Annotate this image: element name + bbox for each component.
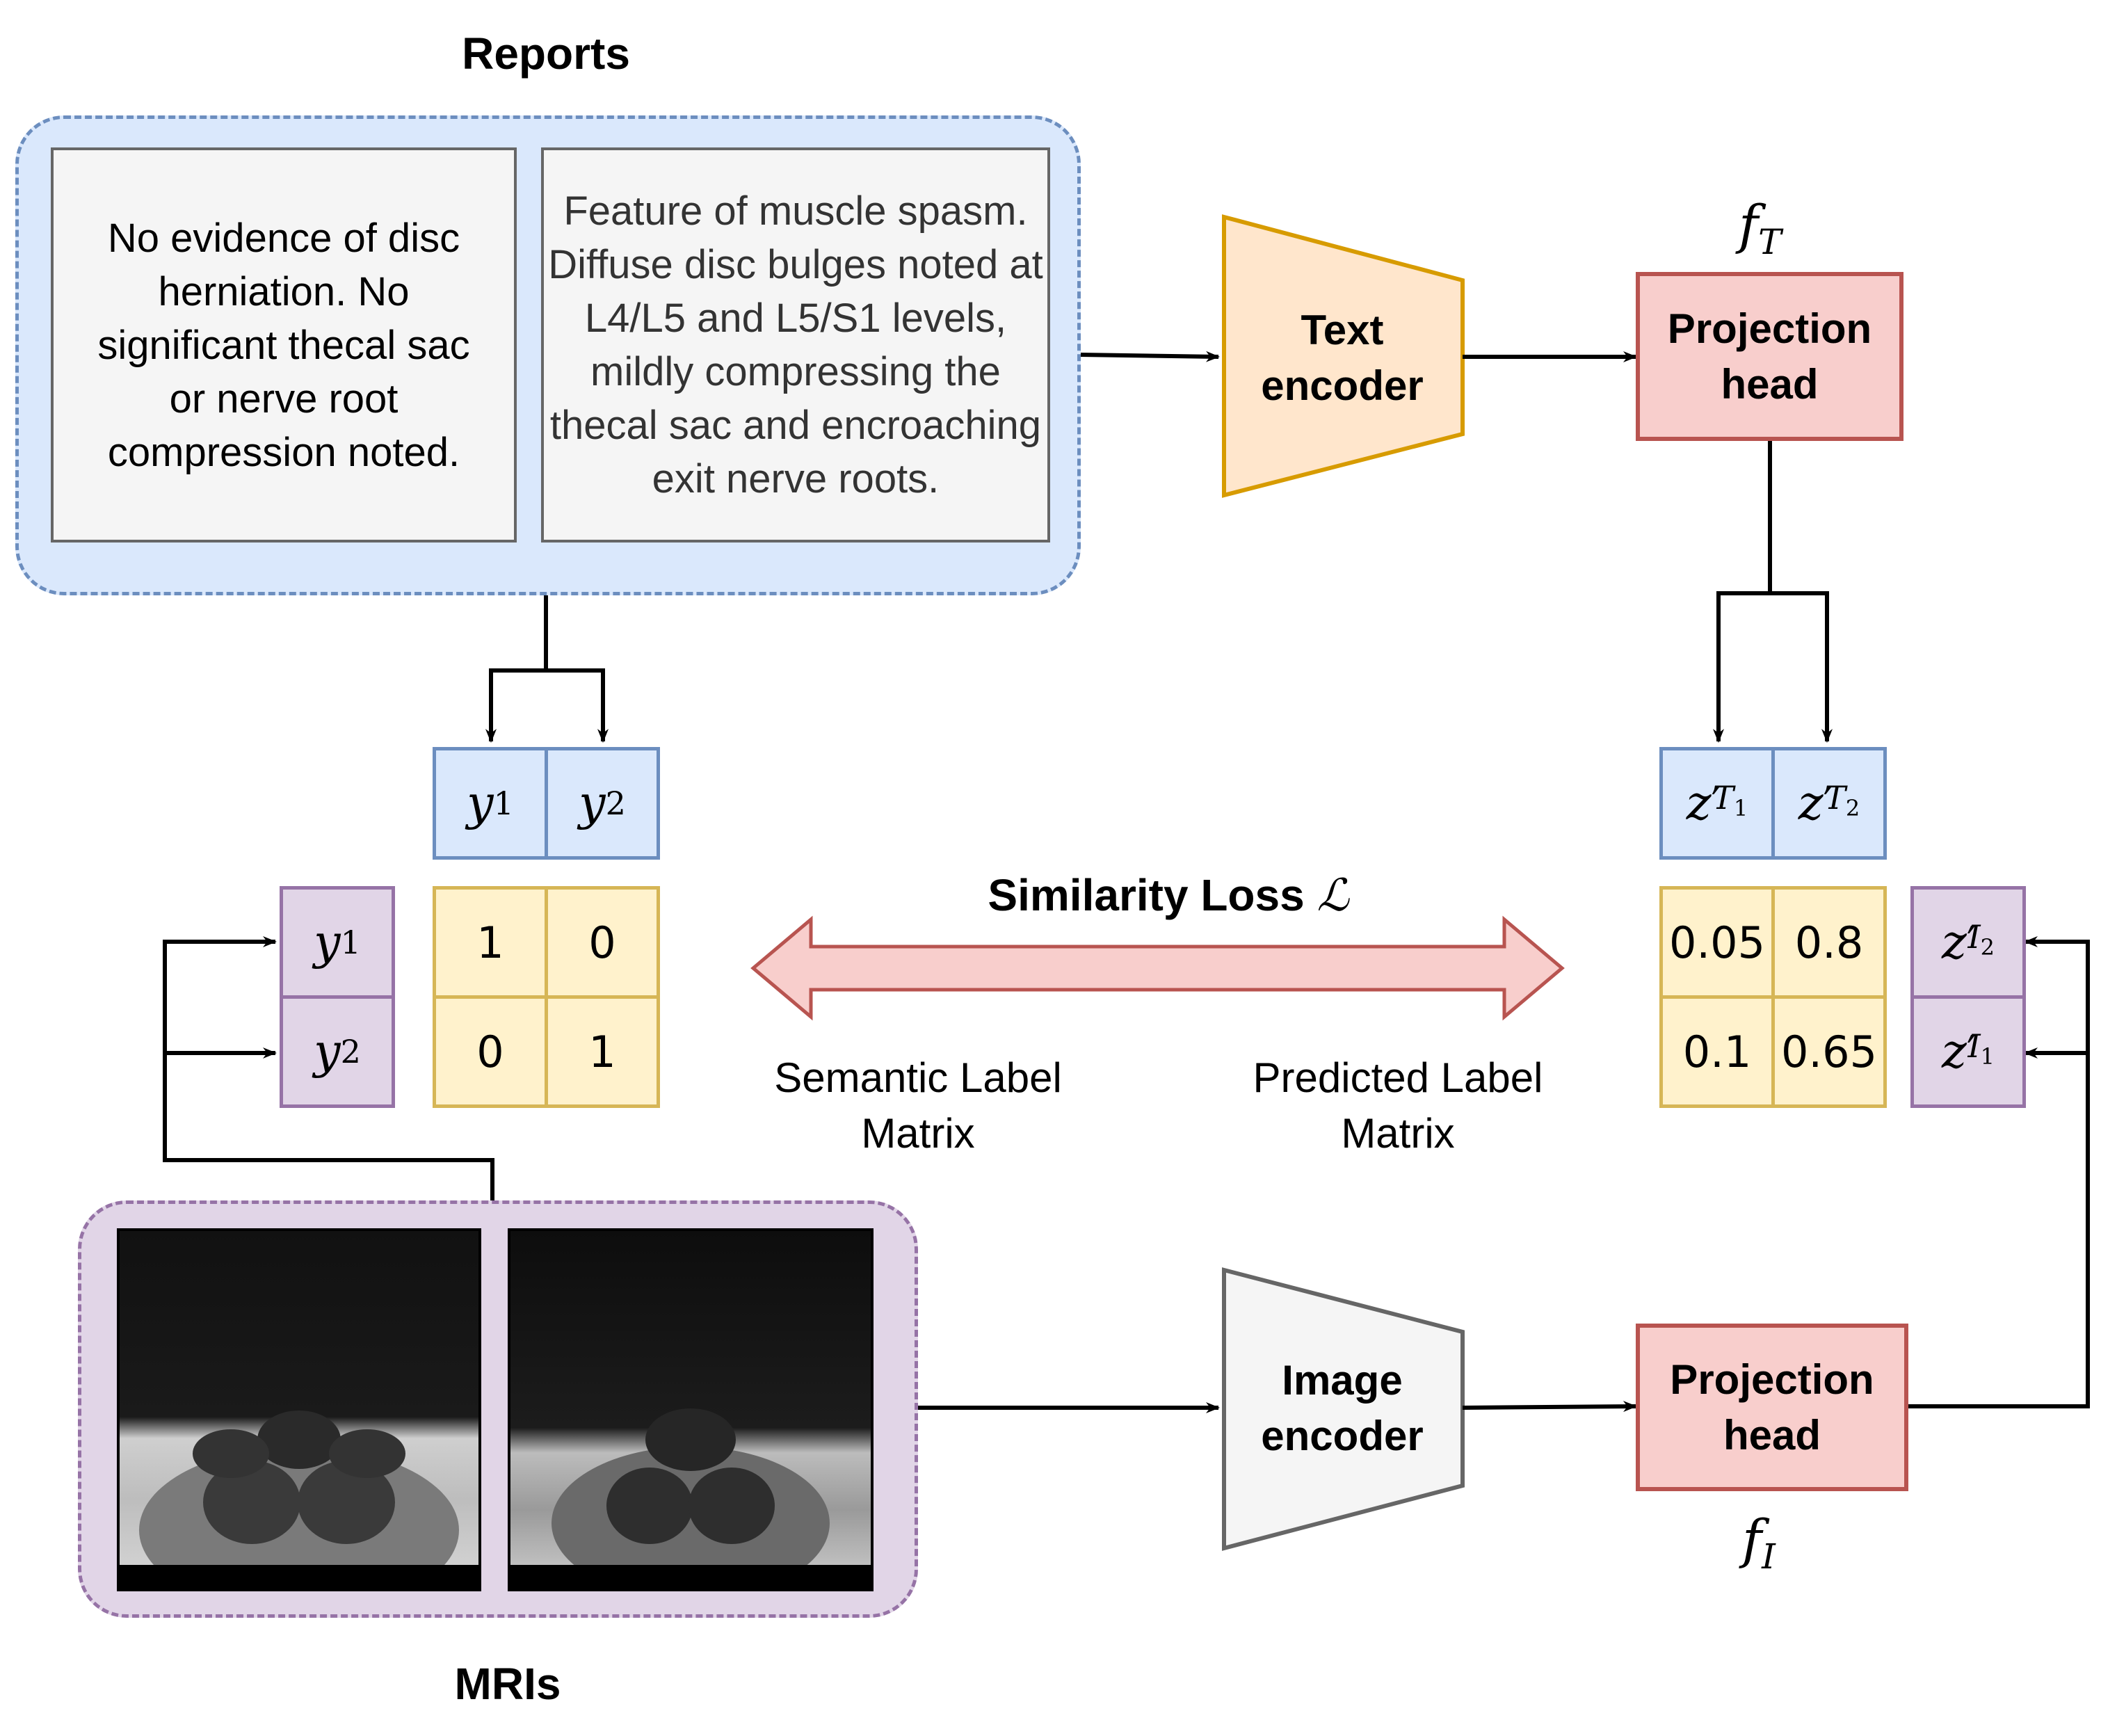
- label-zi1: z′I1: [1910, 995, 2026, 1108]
- connector-projection-to-zi: [1908, 936, 2090, 1408]
- mris-title: MRIs: [454, 1659, 561, 1709]
- zi2-sub: I2: [1967, 921, 1995, 958]
- zi1-sub: I1: [1967, 1030, 1995, 1068]
- connector-projection-to-zt: [1713, 441, 1772, 743]
- semantic-matrix-cell: 1: [433, 886, 548, 999]
- similarity-loss-symbol: ℒ: [1317, 870, 1349, 922]
- report-text-1: No evidence of disc herniation. No signi…: [51, 147, 517, 542]
- predicted-matrix-cell: 0.8: [1771, 886, 1887, 999]
- zt2-base: z: [1798, 775, 1824, 831]
- zi2-subsub: 2: [1980, 934, 1995, 961]
- function-f-text-base: f: [1739, 193, 1759, 255]
- zt2-sub-letter: T: [1824, 779, 1846, 817]
- mri-image-1-drawing: [120, 1231, 478, 1589]
- image-encoder-label: Image encoder: [1261, 1357, 1424, 1459]
- semantic-matrix-cell: 1: [545, 995, 660, 1108]
- function-f-text-sub: T: [1758, 222, 1782, 263]
- mri-image-2: [508, 1228, 874, 1591]
- report-text-2: Feature of muscle spasm. Diffuse disc bu…: [541, 147, 1050, 542]
- zt1-base: z: [1686, 775, 1712, 831]
- arrow-reports-to-text-encoder: [1079, 351, 1220, 362]
- similarity-loss-double-arrow: [750, 915, 1565, 1021]
- zt1-subsub: 1: [1733, 795, 1748, 822]
- connector-mris-to-y-left: [163, 936, 494, 1200]
- similarity-loss-title: Similarity Loss ℒ: [904, 869, 1433, 922]
- text-encoder-label: Text encoder: [1261, 307, 1424, 409]
- projection-head-text: Projection head: [1636, 272, 1903, 441]
- zi1-base: z: [1942, 1024, 1967, 1079]
- predicted-matrix-caption: Predicted Label Matrix: [1253, 1054, 1543, 1157]
- mri-image-2-drawing: [510, 1231, 871, 1589]
- reports-title: Reports: [462, 29, 630, 79]
- zi1-subsub: 1: [1980, 1043, 1995, 1070]
- function-f-text: fT: [1739, 193, 1822, 259]
- mri-image-1: [117, 1228, 481, 1591]
- function-f-image-sub: I: [1762, 1536, 1776, 1577]
- zi2-base: z: [1942, 915, 1967, 970]
- semantic-matrix-caption: Semantic Label Matrix: [774, 1054, 1062, 1157]
- zt1-sub: T1: [1712, 782, 1748, 819]
- predicted-matrix-cell: 0.05: [1659, 886, 1775, 999]
- predicted-matrix-cell: 0.1: [1659, 995, 1775, 1108]
- connector-projection-to-zt2: [1770, 591, 1833, 743]
- connector-reports-to-y1: [485, 595, 548, 743]
- zt1-sub-letter: T: [1712, 779, 1734, 817]
- connector-reports-to-y2: [546, 668, 609, 743]
- function-f-image-base: f: [1742, 1508, 1762, 1570]
- zi2-sub-letter: I: [1967, 918, 1981, 956]
- label-zi2: z′I2: [1910, 886, 2026, 999]
- arrow-image-encoder-to-projection: [1462, 1401, 1637, 1413]
- zi1-sub-letter: I: [1967, 1027, 1981, 1066]
- similarity-loss-text: Similarity Loss: [988, 870, 1305, 920]
- y1-top-base: y: [467, 775, 494, 831]
- semantic-matrix-cell: 0: [545, 886, 660, 999]
- y1-left-base: y: [314, 915, 341, 970]
- zt2-sub: T2: [1824, 782, 1860, 819]
- y2-top-base: y: [579, 775, 606, 831]
- y2-left-base: y: [314, 1024, 341, 1079]
- predicted-matrix-cell: 0.65: [1771, 995, 1887, 1108]
- label-zt2: z′T2: [1771, 747, 1887, 860]
- image-encoder-shape: [1222, 1267, 1465, 1551]
- function-f-image: fI: [1742, 1508, 1826, 1574]
- semantic-matrix-cell: 0: [433, 995, 548, 1108]
- text-encoder-shape: [1222, 214, 1465, 498]
- projection-head-image: Projection head: [1636, 1324, 1908, 1491]
- label-zt1: z′T1: [1659, 747, 1775, 860]
- zt2-subsub: 2: [1845, 795, 1860, 822]
